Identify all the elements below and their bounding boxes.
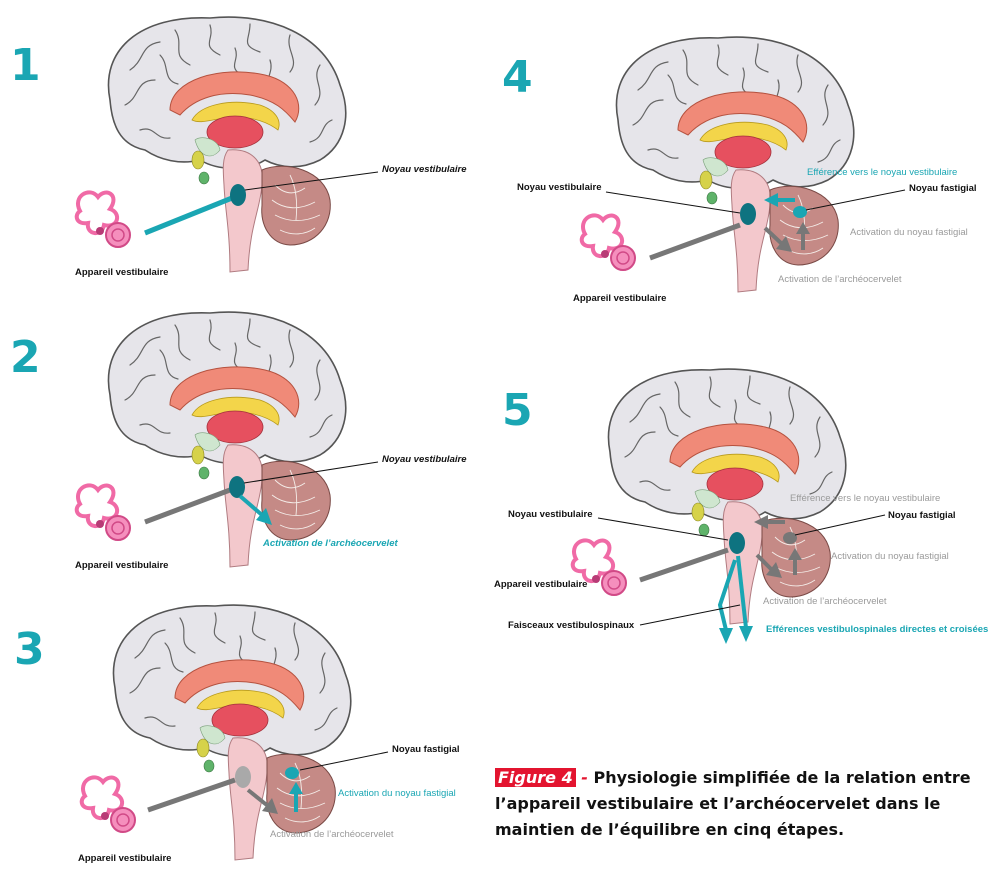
step-number-2: 2 — [10, 332, 41, 383]
step-number-1: 1 — [10, 40, 41, 91]
step-number-5: 5 — [502, 385, 533, 436]
label-activation-archeocervelet-4: Activation de l’archéocervelet — [778, 274, 902, 285]
label-appareil-vestibulaire-4: Appareil vestibulaire — [573, 293, 667, 304]
label-appareil-vestibulaire-2: Appareil vestibulaire — [75, 560, 169, 571]
label-activation-noyau-fastigial-4: Activation du noyau fastigial — [850, 227, 968, 238]
label-appareil-vestibulaire-3: Appareil vestibulaire — [78, 853, 172, 864]
figure-tag: Figure 4 — [495, 768, 576, 787]
figure-caption-text: Physiologie simplifiée de la relation en… — [495, 768, 971, 839]
label-efference-5: Efférence vers le noyau vestibulaire — [790, 493, 941, 504]
label-activation-archeocervelet-3: Activation de l’archéocervelet — [270, 829, 394, 840]
label-noyau-vestibulaire-1: Noyau vestibulaire — [382, 164, 467, 175]
label-noyau-vestibulaire-4: Noyau vestibulaire — [517, 182, 602, 193]
label-noyau-fastigial-3: Noyau fastigial — [392, 744, 460, 755]
label-efference-4: Efférence vers le noyau vestibulaire — [807, 167, 958, 178]
label-noyau-vestibulaire-2: Noyau vestibulaire — [382, 454, 467, 465]
label-appareil-vestibulaire-5: Appareil vestibulaire — [494, 579, 588, 590]
label-noyau-fastigial-5: Noyau fastigial — [888, 510, 956, 521]
label-faisceaux-vestibulospinaux-5: Faisceaux vestibulospinaux — [508, 620, 635, 631]
label-activation-archeocervelet-2: Activation de l’archéocervelet — [263, 538, 398, 549]
label-noyau-vestibulaire-5: Noyau vestibulaire — [508, 509, 593, 520]
step-number-4: 4 — [502, 52, 533, 103]
label-activation-noyau-fastigial-5: Activation du noyau fastigial — [831, 551, 949, 562]
figure-separator: - — [575, 768, 594, 787]
label-appareil-vestibulaire-1: Appareil vestibulaire — [75, 267, 169, 278]
figure-caption: Figure 4 - Physiologie simplifiée de la … — [495, 765, 975, 843]
step-number-3: 3 — [14, 624, 45, 675]
label-efferences-vestibulospinales-5: Efférences vestibulospinales directes et… — [766, 624, 989, 635]
label-activation-archeocervelet-5: Activation de l’archéocervelet — [763, 596, 887, 607]
label-activation-noyau-fastigial-3: Activation du noyau fastigial — [338, 788, 456, 799]
label-noyau-fastigial-4: Noyau fastigial — [909, 183, 977, 194]
